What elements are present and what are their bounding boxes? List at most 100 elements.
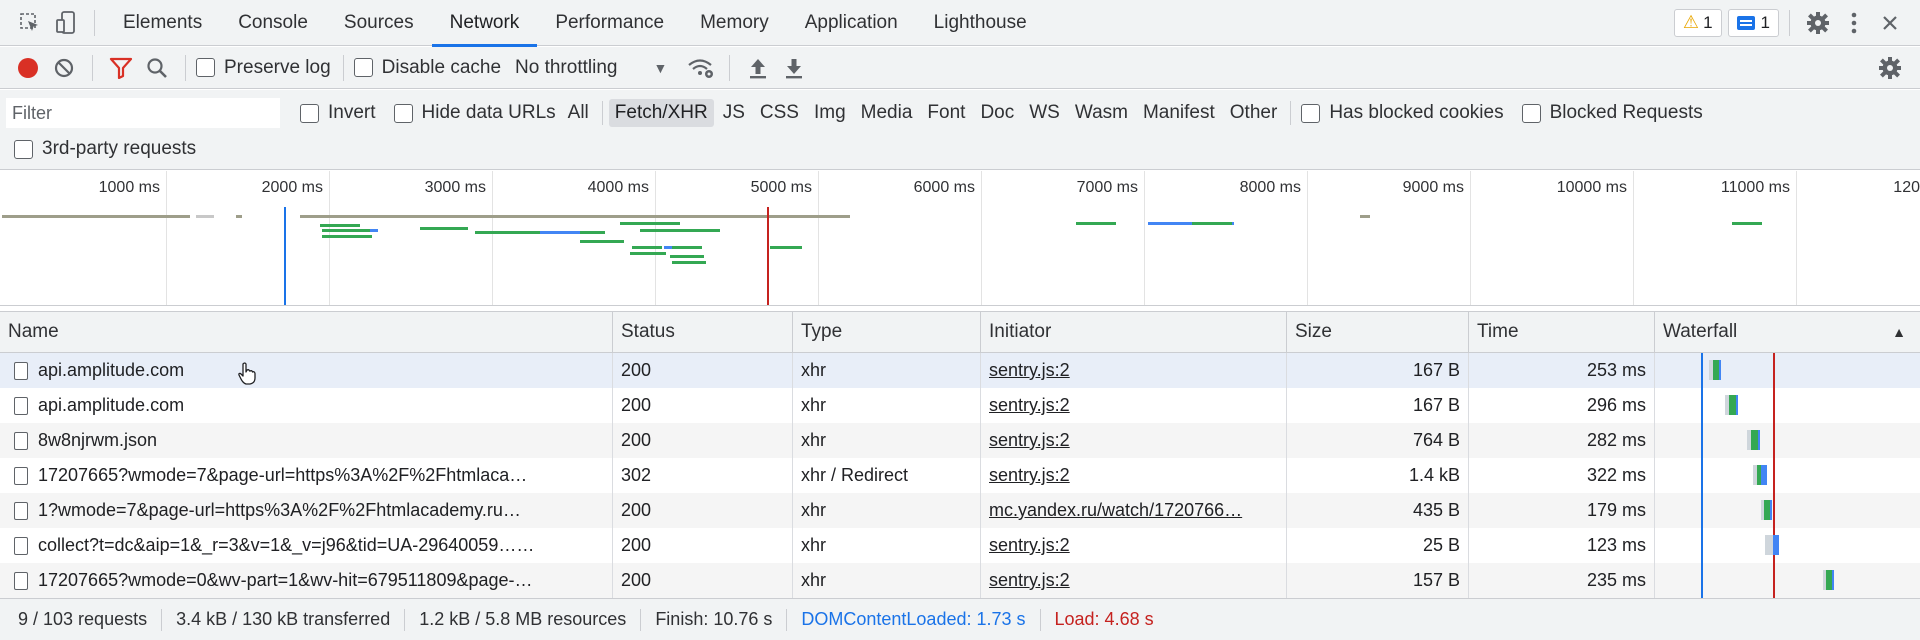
tab-console[interactable]: Console bbox=[238, 11, 308, 33]
cell-type: xhr bbox=[792, 528, 980, 563]
cell-name[interactable]: 17207665?wmode=0&wv-part=1&wv-hit=679511… bbox=[0, 563, 612, 598]
close-icon[interactable] bbox=[1872, 0, 1908, 46]
tab-elements[interactable]: Elements bbox=[123, 11, 203, 33]
filter-type-other[interactable]: Other bbox=[1229, 102, 1278, 123]
cell-initiator-link[interactable]: mc.yandex.ru/watch/1720766… bbox=[980, 493, 1286, 528]
cell-type: xhr bbox=[792, 388, 980, 423]
cell-initiator-link[interactable]: sentry.js:2 bbox=[980, 458, 1286, 493]
column-header-waterfall[interactable]: Waterfall ▲ bbox=[1654, 312, 1920, 352]
cell-name[interactable]: 1?wmode=7&page-url=https%3A%2F%2Fhtmlaca… bbox=[0, 493, 612, 528]
throttling-value: No throttling bbox=[515, 56, 618, 78]
table-row[interactable]: 17207665?wmode=0&wv-part=1&wv-hit=679511… bbox=[0, 563, 1920, 598]
blocked-requests-label: Blocked Requests bbox=[1549, 102, 1703, 123]
document-icon bbox=[14, 536, 28, 555]
table-row[interactable]: 8w8njrwm.json 200 xhr sentry.js:2 764 B … bbox=[0, 423, 1920, 458]
messages-badge[interactable]: 1 bbox=[1727, 8, 1779, 37]
table-row[interactable]: 17207665?wmode=7&page-url=https%3A%2F%2F… bbox=[0, 458, 1920, 493]
cell-initiator-link[interactable]: sentry.js:2 bbox=[980, 353, 1286, 388]
table-row[interactable]: api.amplitude.com 200 xhr sentry.js:2 16… bbox=[0, 388, 1920, 423]
divider bbox=[342, 54, 344, 81]
filter-type-fetch-xhr[interactable]: Fetch/XHR bbox=[608, 99, 714, 127]
import-har-button[interactable] bbox=[740, 50, 776, 86]
cell-initiator-link[interactable]: sentry.js:2 bbox=[980, 563, 1286, 598]
throttling-select[interactable]: No throttling ▼ bbox=[515, 57, 667, 79]
request-name: 8w8njrwm.json bbox=[38, 430, 158, 450]
network-conditions-button[interactable] bbox=[683, 50, 719, 86]
column-header-size[interactable]: Size bbox=[1286, 312, 1468, 352]
third-party-requests-checkbox[interactable]: 3rd-party requests bbox=[14, 138, 196, 160]
checkbox-box[interactable] bbox=[1521, 103, 1541, 123]
export-har-button[interactable] bbox=[776, 50, 812, 86]
column-header-type[interactable]: Type bbox=[792, 312, 980, 352]
column-header-time[interactable]: Time bbox=[1468, 312, 1654, 352]
blocked-requests-checkbox[interactable]: Blocked Requests bbox=[1521, 102, 1703, 124]
tab-lighthouse[interactable]: Lighthouse bbox=[933, 11, 1027, 33]
checkbox-box[interactable] bbox=[196, 58, 215, 77]
table-row[interactable]: collect?t=dc&aip=1&_r=3&v=1&_v=j96&tid=U… bbox=[0, 528, 1920, 563]
cell-initiator-link[interactable]: sentry.js:2 bbox=[980, 528, 1286, 563]
column-header-status[interactable]: Status bbox=[612, 312, 792, 352]
invert-checkbox[interactable]: Invert bbox=[300, 102, 376, 124]
inspect-element-icon[interactable] bbox=[12, 0, 48, 46]
document-icon bbox=[14, 396, 28, 415]
settings-gear-icon[interactable] bbox=[1800, 0, 1836, 46]
cell-name[interactable]: collect?t=dc&aip=1&_r=3&v=1&_v=j96&tid=U… bbox=[0, 528, 612, 563]
filter-input[interactable] bbox=[6, 98, 280, 128]
preserve-log-checkbox[interactable]: Preserve log bbox=[196, 57, 331, 79]
disable-cache-checkbox[interactable]: Disable cache bbox=[353, 57, 501, 79]
filter-type-js[interactable]: JS bbox=[722, 102, 745, 123]
divider bbox=[1290, 101, 1292, 125]
checkbox-box[interactable] bbox=[300, 103, 319, 123]
network-settings-button[interactable] bbox=[1872, 50, 1908, 86]
filter-toggle-button[interactable] bbox=[103, 50, 139, 86]
filter-type-ws[interactable]: WS bbox=[1029, 102, 1060, 123]
filter-type-media[interactable]: Media bbox=[860, 102, 913, 123]
checkbox-box[interactable] bbox=[393, 103, 413, 123]
divider bbox=[729, 54, 731, 81]
cell-initiator-link[interactable]: sentry.js:2 bbox=[980, 423, 1286, 458]
tab-application[interactable]: Application bbox=[804, 11, 898, 33]
cell-name[interactable]: 8w8njrwm.json bbox=[0, 423, 612, 458]
warnings-badge[interactable]: ⚠ 1 bbox=[1673, 8, 1722, 37]
record-button[interactable] bbox=[10, 50, 46, 86]
checkbox-box[interactable] bbox=[1301, 103, 1321, 123]
cell-name[interactable]: 17207665?wmode=7&page-url=https%3A%2F%2F… bbox=[0, 458, 612, 493]
filter-type-img[interactable]: Img bbox=[813, 102, 846, 123]
table-row[interactable]: api.amplitude.com 200 xhr sentry.js:2 16… bbox=[0, 353, 1920, 388]
has-blocked-cookies-checkbox[interactable]: Has blocked cookies bbox=[1301, 102, 1504, 124]
messages-count: 1 bbox=[1760, 12, 1770, 32]
tab-network[interactable]: Network bbox=[431, 0, 538, 47]
hide-data-urls-checkbox[interactable]: Hide data URLs bbox=[393, 102, 556, 124]
waterfall-column[interactable] bbox=[1654, 353, 1920, 598]
cell-name[interactable]: api.amplitude.com bbox=[0, 353, 612, 388]
tab-sources[interactable]: Sources bbox=[343, 11, 414, 33]
overview-request-bar bbox=[322, 235, 372, 238]
cell-initiator-link[interactable]: sentry.js:2 bbox=[980, 388, 1286, 423]
sort-ascending-icon[interactable]: ▲ bbox=[1892, 324, 1906, 340]
more-options-icon[interactable] bbox=[1836, 0, 1872, 46]
filter-type-font[interactable]: Font bbox=[927, 102, 966, 123]
tab-performance[interactable]: Performance bbox=[555, 11, 665, 33]
column-header-name[interactable]: Name bbox=[8, 321, 59, 342]
network-overview-timeline[interactable]: 1000 ms 2000 ms 3000 ms 4000 ms 5000 ms … bbox=[0, 171, 1920, 306]
device-toolbar-icon[interactable] bbox=[48, 0, 84, 46]
table-row[interactable]: 1?wmode=7&page-url=https%3A%2F%2Fhtmlaca… bbox=[0, 493, 1920, 528]
checkbox-box[interactable] bbox=[14, 139, 33, 159]
filter-type-doc[interactable]: Doc bbox=[980, 102, 1015, 123]
cell-status: 302 bbox=[612, 458, 792, 493]
overview-tick-label: 6000 ms bbox=[913, 179, 975, 196]
filter-type-all[interactable]: All bbox=[567, 102, 589, 123]
preserve-log-label: Preserve log bbox=[224, 56, 331, 78]
overview-tick-label: 1000 ms bbox=[98, 179, 160, 196]
download-icon bbox=[786, 58, 803, 78]
tab-memory[interactable]: Memory bbox=[700, 11, 769, 33]
filter-type-css[interactable]: CSS bbox=[759, 102, 799, 123]
filter-type-manifest[interactable]: Manifest bbox=[1142, 102, 1215, 123]
filter-type-wasm[interactable]: Wasm bbox=[1074, 102, 1128, 123]
column-header-initiator[interactable]: Initiator bbox=[980, 312, 1286, 352]
checkbox-box[interactable] bbox=[353, 58, 373, 77]
clear-button[interactable] bbox=[46, 50, 82, 86]
cell-name[interactable]: api.amplitude.com bbox=[0, 388, 612, 423]
overview-request-bar bbox=[1148, 222, 1192, 225]
search-button[interactable] bbox=[139, 50, 175, 86]
